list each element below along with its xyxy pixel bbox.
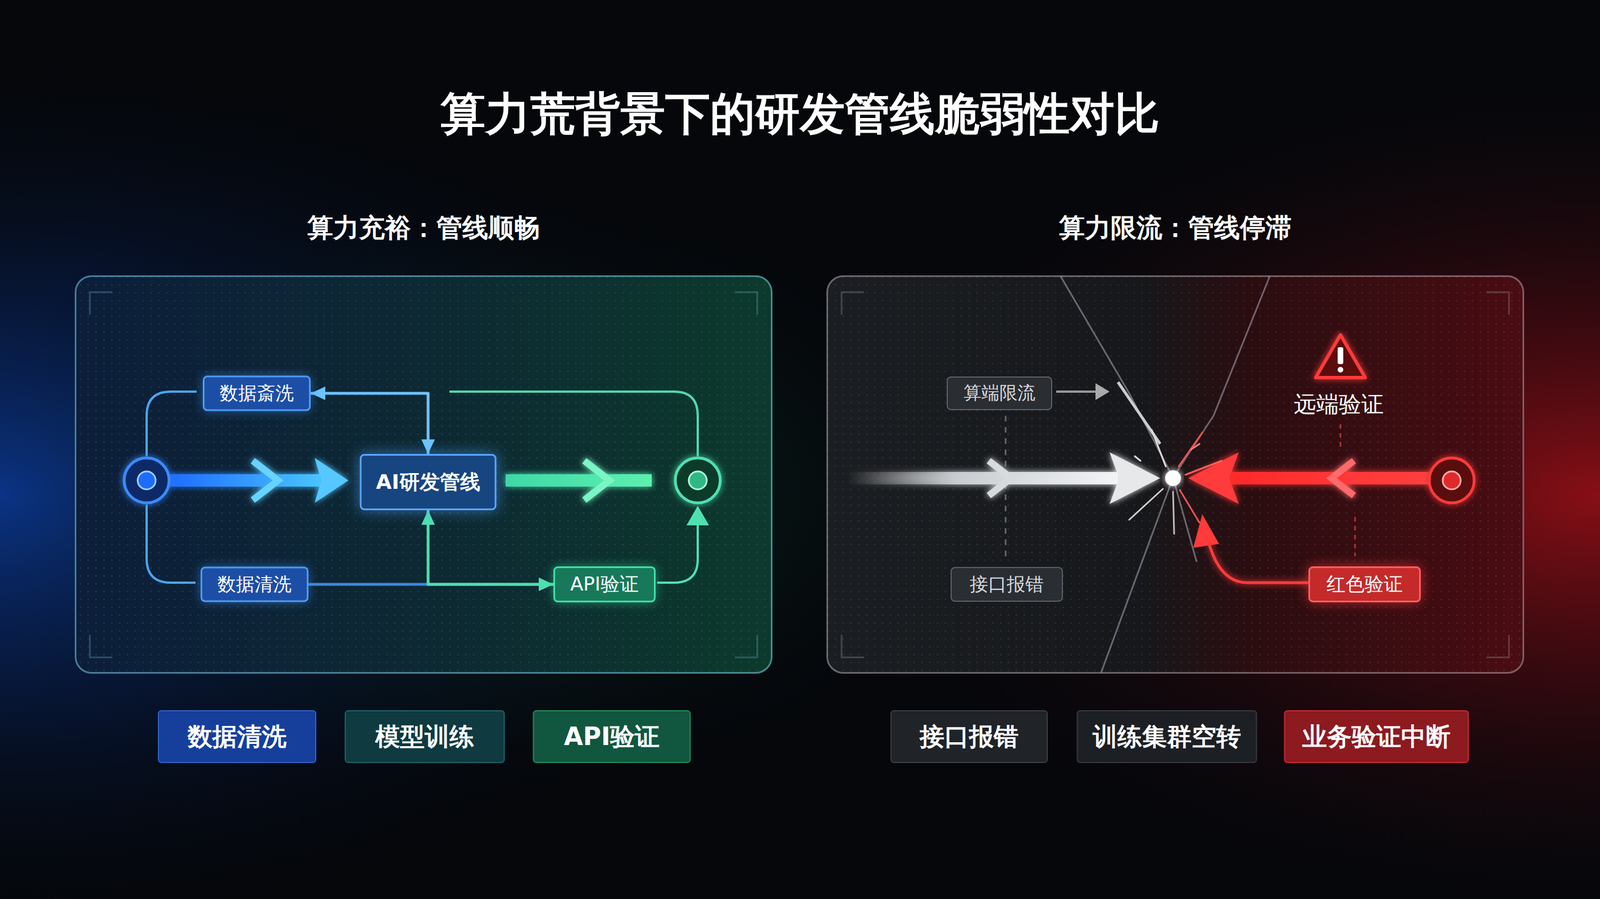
warning-triangle <box>1315 334 1366 378</box>
summary-chip: 训练集群空转 <box>1076 710 1258 763</box>
box-label: 接口报错 <box>919 720 1019 754</box>
warning-icon <box>1315 334 1366 378</box>
arrow-head <box>1188 452 1239 504</box>
start-node <box>124 457 170 503</box>
spark <box>1129 488 1163 520</box>
spark <box>1191 443 1200 450</box>
arrow-shaft <box>505 474 652 487</box>
feed-line <box>657 521 698 583</box>
process-box: API验证 <box>553 566 656 603</box>
arrow-head <box>1109 452 1161 504</box>
spark <box>1173 491 1175 534</box>
panel-fill <box>74 275 773 674</box>
summary-chip: API验证 <box>533 710 692 763</box>
sparks <box>1129 429 1222 534</box>
arrow-head <box>686 505 709 526</box>
chevron <box>584 460 610 500</box>
box-label: AI研发管线 <box>375 468 480 497</box>
heading-underline <box>1016 261 1338 264</box>
summary-chip: 模型训练 <box>344 710 506 763</box>
box-label: 红色验证 <box>1326 571 1403 598</box>
process-box: 算端限流 <box>946 376 1053 411</box>
process-box: 接口报错 <box>950 566 1063 602</box>
status-label: 远端验证 <box>1293 388 1384 420</box>
end-node <box>1429 457 1475 503</box>
return-line <box>449 391 698 457</box>
chevron <box>988 460 1012 496</box>
panel-heading: 算力充裕：管线顺畅 <box>76 210 771 246</box>
spark <box>1151 429 1166 467</box>
box-label: 数据清洗 <box>217 571 292 598</box>
box-label: 算端限流 <box>963 380 1036 406</box>
end-node <box>675 457 721 503</box>
box-label: 模型训练 <box>375 720 475 754</box>
limit-line <box>1056 390 1102 393</box>
arrow-head <box>314 457 349 503</box>
impact-point <box>1165 470 1181 486</box>
flow-connector <box>310 393 429 454</box>
arrow-head <box>1095 383 1110 400</box>
spark <box>1185 460 1222 475</box>
heading-underline <box>213 261 630 264</box>
corner-bracket <box>841 292 1509 658</box>
dashed-line <box>1005 415 1007 562</box>
chevron <box>1331 460 1354 496</box>
box-label: 数据斎洗 <box>219 380 294 407</box>
corner-bracket <box>89 292 758 658</box>
dashed-line <box>1354 516 1357 557</box>
summary-chip: 业务验证中断 <box>1284 710 1470 763</box>
arrow-shaft <box>848 471 1118 485</box>
end-dot <box>688 471 707 490</box>
arrow-shaft <box>168 474 321 487</box>
panel-texture <box>74 275 773 674</box>
box-label: 业务验证中断 <box>1302 720 1451 754</box>
process-box: 数据斎洗 <box>202 375 311 412</box>
box-label: 数据清洗 <box>187 720 287 754</box>
end-dot <box>1442 471 1461 490</box>
box-label: API验证 <box>570 571 639 598</box>
start-dot <box>137 471 156 490</box>
spark <box>1178 432 1203 467</box>
panel-fill <box>826 275 1525 674</box>
chevron <box>252 460 279 500</box>
box-label: API验证 <box>564 720 661 754</box>
branch-line <box>146 504 196 583</box>
blocked-arrow <box>848 452 1433 504</box>
summary-chip: 数据清洗 <box>157 710 317 763</box>
summary-chip: 接口报错 <box>890 710 1048 763</box>
warning-dot <box>1337 366 1344 373</box>
box-label: 接口报错 <box>969 571 1044 598</box>
branch-line <box>146 391 197 457</box>
process-box: 数据清洗 <box>200 566 309 603</box>
warning-mark <box>1337 347 1344 365</box>
panel-texture <box>826 275 1525 674</box>
panel-region: 算力限流：管线停滞算端限流接口报错红色验证 <box>826 275 1525 674</box>
flow-connector <box>428 510 554 585</box>
dashed-line <box>1339 424 1342 450</box>
fault-line <box>1207 539 1312 583</box>
process-box: 红色验证 <box>1308 566 1421 603</box>
panel-heading: 算力限流：管线停滞 <box>828 210 1523 246</box>
process-box: AI研发管线 <box>360 453 497 511</box>
spark <box>1179 489 1200 523</box>
spark <box>1134 456 1141 461</box>
box-label: 训练集群空转 <box>1092 720 1242 754</box>
panel-region: 算力充裕：管线顺畅数据斎洗AI研发管线数据清洗API验证 <box>74 275 773 674</box>
diagram-title: 算力荒背景下的研发管线脆弱性对比 <box>0 84 1600 145</box>
